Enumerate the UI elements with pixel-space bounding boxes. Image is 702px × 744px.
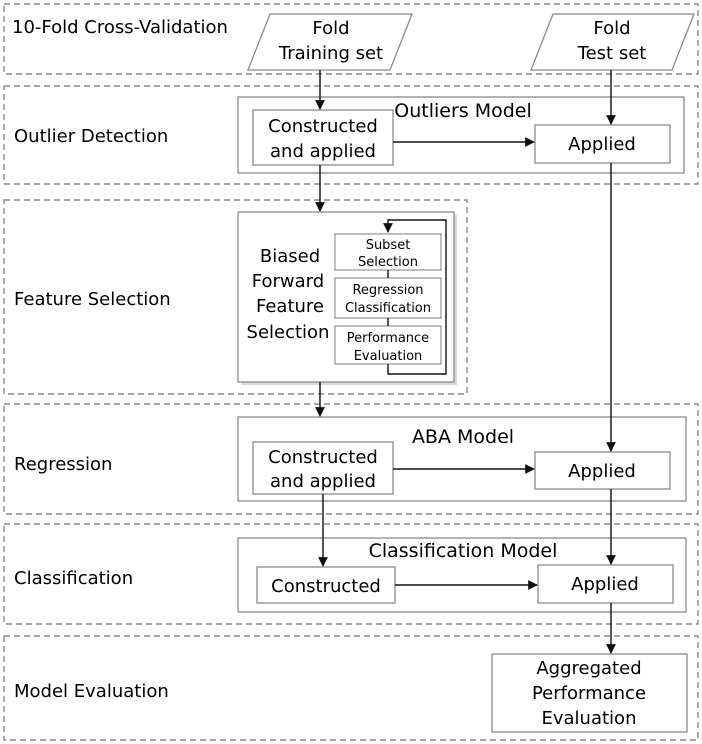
stage-cv xyxy=(3,3,699,75)
stage-label-outlier: Outlier Detection xyxy=(14,126,168,147)
stage-label-regression: Regression xyxy=(14,454,112,475)
subset-selection-label-2: Selection xyxy=(358,255,418,270)
test-set-label-1: Fold xyxy=(593,18,630,39)
regression-classification-box xyxy=(334,277,442,319)
training-set-label-2: Training set xyxy=(278,43,383,64)
training-set-input xyxy=(247,13,413,71)
aggregated-label-3: Evaluation xyxy=(542,708,637,729)
classification-applied-box xyxy=(537,564,674,604)
outliers-applied-box xyxy=(534,124,671,164)
stage-outlier-detection xyxy=(3,85,699,185)
method-label-3: Feature xyxy=(256,296,324,317)
classification-constructed-box xyxy=(256,566,396,604)
aba-constructed-label-1: Constructed xyxy=(268,447,378,468)
outliers-constructed-label-2: and applied xyxy=(270,141,376,162)
aba-constructed-label-2: and applied xyxy=(270,471,376,492)
stage-label-feature: Feature Selection xyxy=(14,289,171,310)
outliers-applied-label: Applied xyxy=(568,134,636,155)
perf-label-2: Evaluation xyxy=(354,349,423,364)
training-set-label-1: Fold xyxy=(312,18,349,39)
subset-selection-box xyxy=(334,233,442,271)
stage-label-evaluation: Model Evaluation xyxy=(14,681,169,702)
stage-label-classification: Classification xyxy=(14,568,133,589)
outliers-model-title: Outliers Model xyxy=(394,100,532,122)
stage-feature-selection xyxy=(3,199,468,395)
regclass-label-1: Regression xyxy=(352,283,423,298)
outliers-constructed-box xyxy=(252,109,394,166)
aba-model-title: ABA Model xyxy=(412,426,514,448)
aggregated-label-1: Aggregated xyxy=(536,658,641,679)
aba-applied-box xyxy=(534,451,671,490)
aggregated-evaluation-box xyxy=(491,653,688,733)
classification-constructed-label: Constructed xyxy=(271,576,381,597)
aba-applied-label: Applied xyxy=(568,461,636,482)
regclass-label-2: Classification xyxy=(345,301,431,316)
aggregated-label-2: Performance xyxy=(532,683,646,704)
test-set-input xyxy=(530,13,695,71)
stage-regression xyxy=(3,403,699,515)
perf-label-1: Performance xyxy=(347,331,429,346)
method-label-1: Biased xyxy=(260,246,320,267)
outliers-constructed-label-1: Constructed xyxy=(268,116,378,137)
classification-applied-label: Applied xyxy=(571,574,639,595)
stage-model-evaluation xyxy=(3,635,699,741)
test-set-label-2: Test set xyxy=(577,43,647,64)
stage-classification xyxy=(3,523,699,625)
method-label-2: Forward xyxy=(252,271,324,292)
feature-loop-arrow xyxy=(383,219,447,375)
stage-label-cv: 10-Fold Cross-Validation xyxy=(12,17,228,38)
method-label-4: Selection xyxy=(247,322,330,343)
performance-evaluation-box xyxy=(334,325,442,365)
classification-model-title: Classification Model xyxy=(369,540,558,562)
aba-constructed-box xyxy=(252,441,394,495)
subset-selection-label-1: Subset xyxy=(366,238,411,253)
